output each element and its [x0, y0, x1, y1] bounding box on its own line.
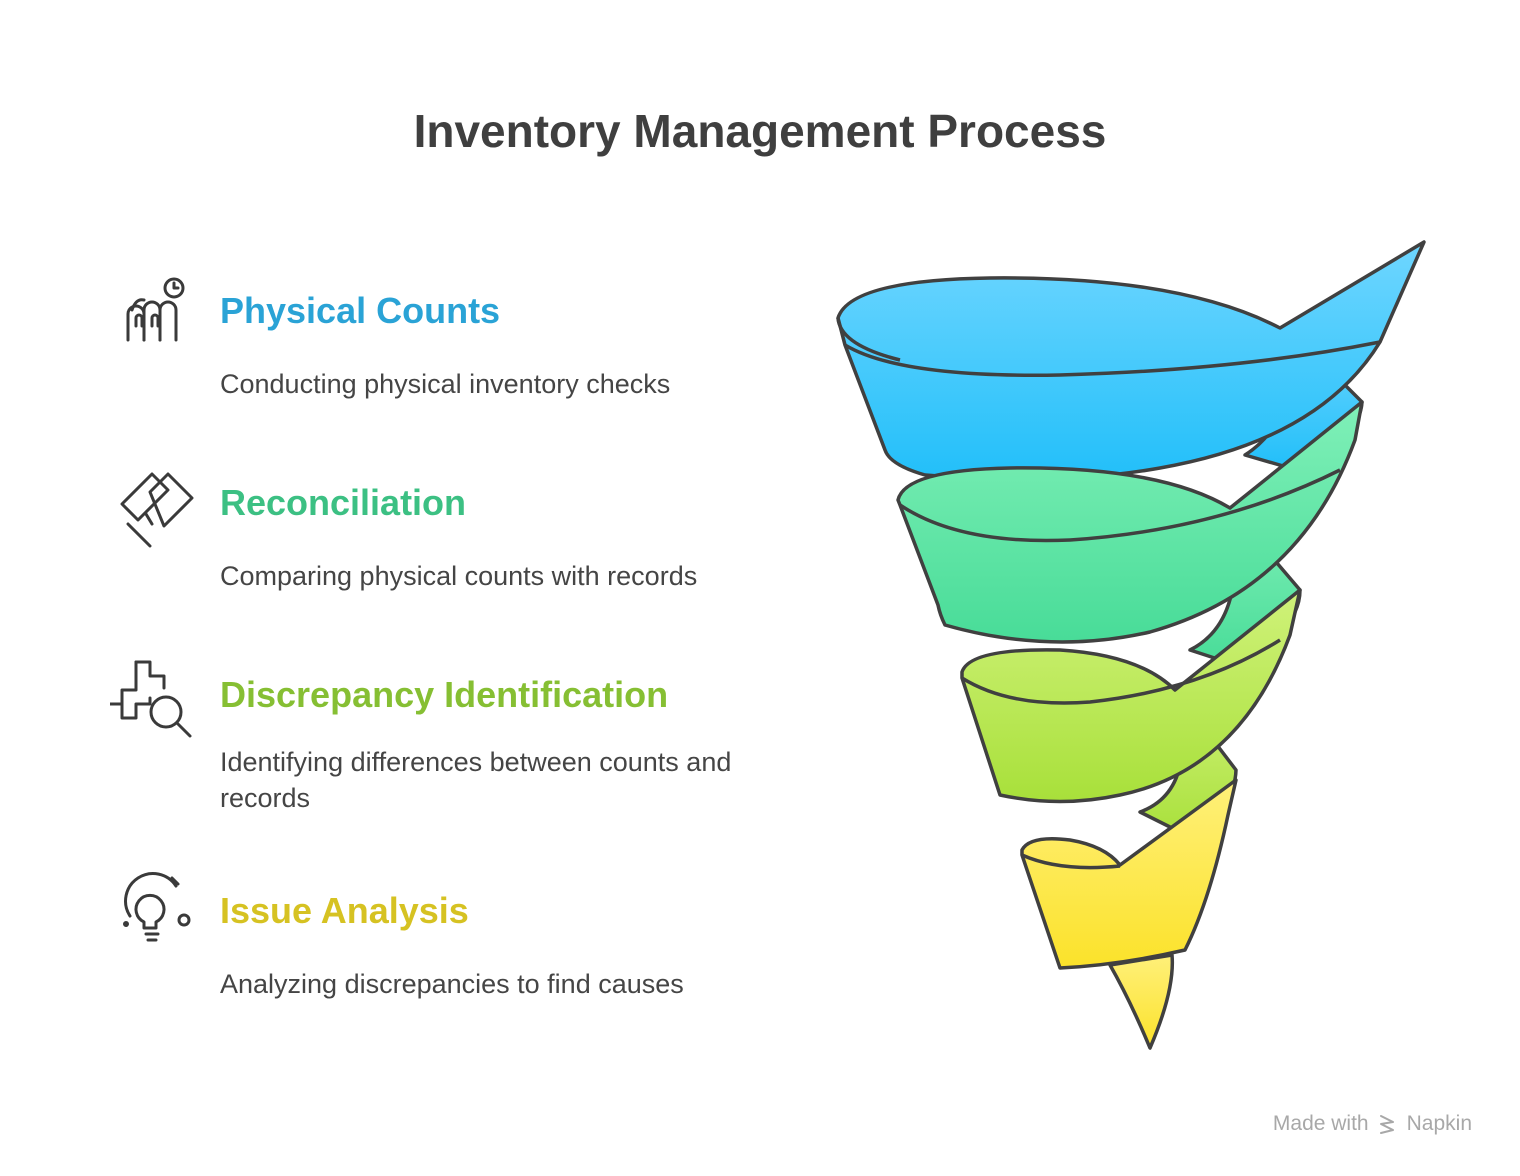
watermark-brand: Napkin [1406, 1112, 1472, 1135]
band-issue-analysis-inner [1021, 853, 1121, 870]
watermark-prefix: Made with [1272, 1112, 1369, 1135]
step-description: Identifying differences between counts a… [220, 747, 732, 813]
step-heading: Issue Analysis [220, 890, 469, 931]
band-discrepancy-identification-inner [961, 638, 1281, 705]
diamond-compare-icon [120, 472, 194, 548]
band-reconciliation [896, 400, 1364, 644]
band-physical-counts-rim [836, 317, 901, 362]
step-heading: Physical Counts [220, 290, 501, 331]
page-title: Inventory Management Process [413, 105, 1107, 157]
lightbulb-icon [123, 872, 191, 942]
step-description: Comparing physical counts with records [220, 561, 698, 591]
band-reconciliation-inner [899, 468, 1341, 543]
step-heading: Reconciliation [220, 482, 467, 523]
band-issue-analysis [1020, 778, 1238, 970]
step-description: Conducting physical inventory checks [220, 369, 671, 399]
fingers-clock-icon [126, 277, 185, 342]
medical-search-icon [110, 660, 192, 738]
watermark: Made with Napkin [1273, 1112, 1472, 1136]
funnel-tip [1108, 953, 1175, 1050]
band-physical-counts-inner [844, 340, 1381, 377]
step-description: Analyzing discrepancies to find causes [220, 969, 684, 999]
napkin-logo-icon [1379, 1115, 1394, 1134]
step-heading: Discrepancy Identification [220, 674, 669, 715]
spiral-funnel [836, 240, 1426, 1050]
